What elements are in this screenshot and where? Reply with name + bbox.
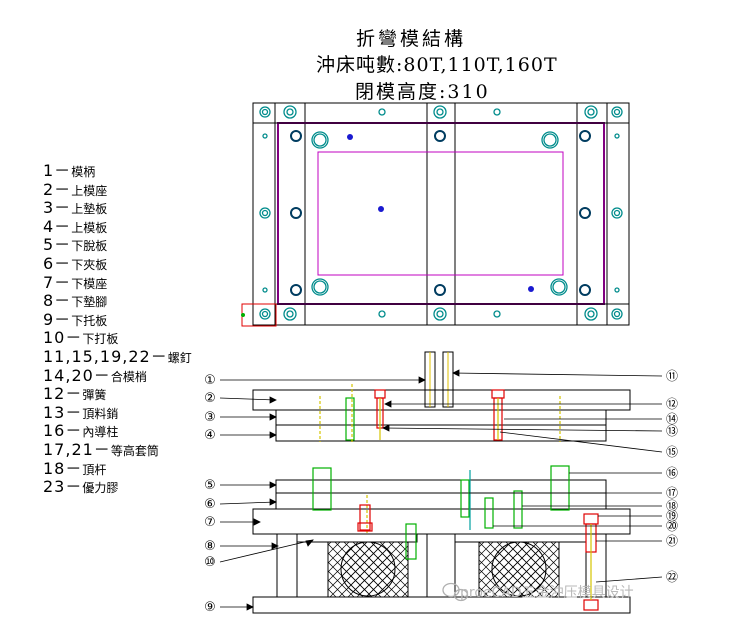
section-view xyxy=(252,351,631,614)
legend-item: 4－上模板 xyxy=(43,216,108,236)
legend-item: 3－上墊板 xyxy=(43,198,108,218)
watermark: proeCAD五金沖压模具设计 xyxy=(460,585,634,601)
callout-4: ④ xyxy=(204,428,216,443)
callout-9: ⑨ xyxy=(204,600,216,615)
legend-item: 13－頂料銷 xyxy=(43,402,119,422)
callout-8: ⑧ xyxy=(204,539,216,554)
callout-1: ① xyxy=(204,373,216,388)
callout-2: ② xyxy=(204,391,216,406)
legend-item: 10－下打板 xyxy=(43,328,119,348)
legend-item: 23－優力膠 xyxy=(43,477,119,497)
callout-19: ⑲ xyxy=(666,509,678,523)
legend-item: 14,20－合模梢 xyxy=(43,365,147,385)
callout-21: ㉑ xyxy=(666,534,678,548)
legend-item: 2－上模座 xyxy=(43,179,108,199)
legend-item: 5－下脫板 xyxy=(43,235,108,255)
left-callout-labels: ① ② ③ ④ ⑤ ⑥ ⑦ ⑧ ⑩ ⑨ xyxy=(204,373,216,615)
right-callout-labels: ⑪ ⑫ ⑭ ⑬ ⑮ ⑯ ⑰ ⑱ ⑲ ⑳ ㉑ ㉒ xyxy=(666,369,678,584)
shut-height: 閉模高度:310 xyxy=(355,81,490,103)
callout-17: ⑰ xyxy=(666,486,678,500)
wechat-icon xyxy=(442,582,469,602)
press-tonnage: 沖床吨數:80T,110T,160T xyxy=(316,54,558,76)
callout-3: ③ xyxy=(204,410,216,425)
callout-16: ⑯ xyxy=(666,466,678,480)
pins-and-screws xyxy=(312,384,599,611)
legend-item: 11,15,19,22－螺釘 xyxy=(43,346,192,366)
parts-legend: 1－模柄 2－上模座 3－上墊板 4－上模板 5－下脫板 6－下夾板 7－下模座… xyxy=(43,161,192,497)
callout-20: ⑳ xyxy=(666,519,678,533)
callout-10: ⑩ xyxy=(204,555,216,570)
diagram-title: 折彎模結構 xyxy=(356,28,467,50)
callout-12: ⑫ xyxy=(666,397,678,411)
legend-item: 6－下夾板 xyxy=(43,253,108,273)
legend-item: 8－下墊腳 xyxy=(43,291,108,311)
plan-view xyxy=(241,102,630,327)
callout-18: ⑱ xyxy=(666,499,678,513)
callout-13: ⑬ xyxy=(666,424,678,438)
callout-11: ⑪ xyxy=(666,369,678,383)
left-callouts xyxy=(219,376,426,611)
legend-item: 17,21－等高套筒 xyxy=(43,439,159,459)
legend-item: 12－彈簧 xyxy=(43,384,107,404)
callout-22: ㉒ xyxy=(666,570,678,584)
plan-bolts xyxy=(259,105,623,321)
right-callouts xyxy=(382,369,663,583)
legend-item: 9－下托板 xyxy=(43,309,108,329)
legend-item: 16－內導柱 xyxy=(43,421,119,441)
callout-14: ⑭ xyxy=(666,412,678,426)
legend-item: 18－頂杆 xyxy=(43,458,107,478)
callout-5: ⑤ xyxy=(204,478,216,493)
callout-6: ⑥ xyxy=(204,497,216,512)
callout-15: ⑮ xyxy=(666,445,678,459)
legend-item: 7－下模座 xyxy=(43,272,108,292)
callout-7: ⑦ xyxy=(204,515,216,530)
legend-item: 1－模柄 xyxy=(43,161,96,180)
